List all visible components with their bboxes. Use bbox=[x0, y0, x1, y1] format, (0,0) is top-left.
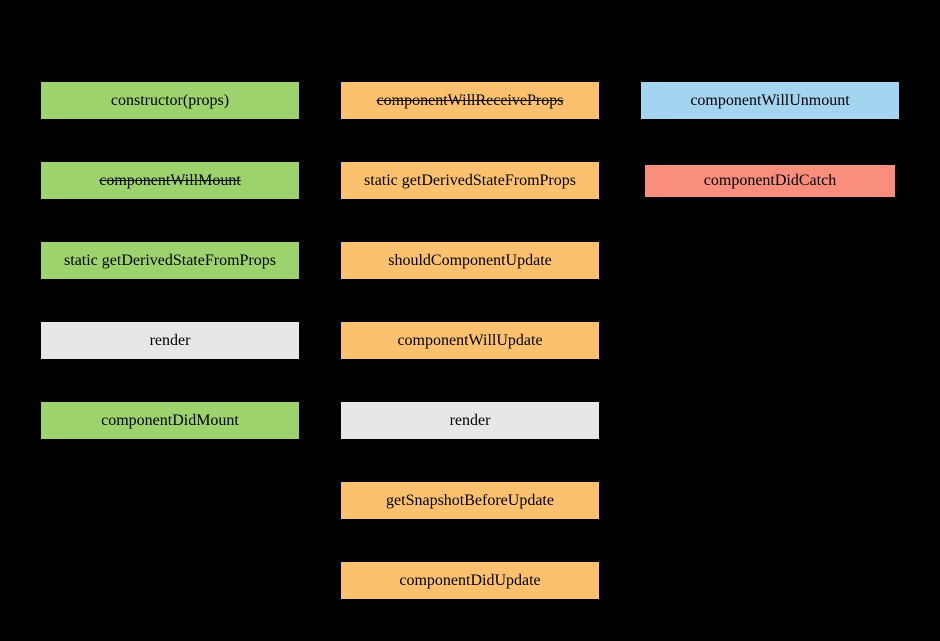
lifecycle-node-component-will-update: componentWillUpdate bbox=[341, 322, 599, 359]
lifecycle-node-component-will-receive-props: componentWillReceiveProps bbox=[341, 82, 599, 119]
lifecycle-node-static-get-derived-state-from-props-mount: static getDerivedStateFromProps bbox=[41, 242, 299, 279]
lifecycle-node-component-will-unmount: componentWillUnmount bbox=[641, 82, 899, 119]
lifecycle-node-component-did-update: componentDidUpdate bbox=[341, 562, 599, 599]
lifecycle-node-render-update: render bbox=[341, 402, 599, 439]
lifecycle-node-constructor: constructor(props) bbox=[41, 82, 299, 119]
lifecycle-node-component-did-catch: componentDidCatch bbox=[645, 165, 895, 197]
lifecycle-node-render-mount: render bbox=[41, 322, 299, 359]
lifecycle-node-should-component-update: shouldComponentUpdate bbox=[341, 242, 599, 279]
lifecycle-node-static-get-derived-state-from-props-update: static getDerivedStateFromProps bbox=[341, 162, 599, 199]
lifecycle-node-get-snapshot-before-update: getSnapshotBeforeUpdate bbox=[341, 482, 599, 519]
lifecycle-node-component-did-mount: componentDidMount bbox=[41, 402, 299, 439]
lifecycle-node-component-will-mount: componentWillMount bbox=[41, 162, 299, 199]
